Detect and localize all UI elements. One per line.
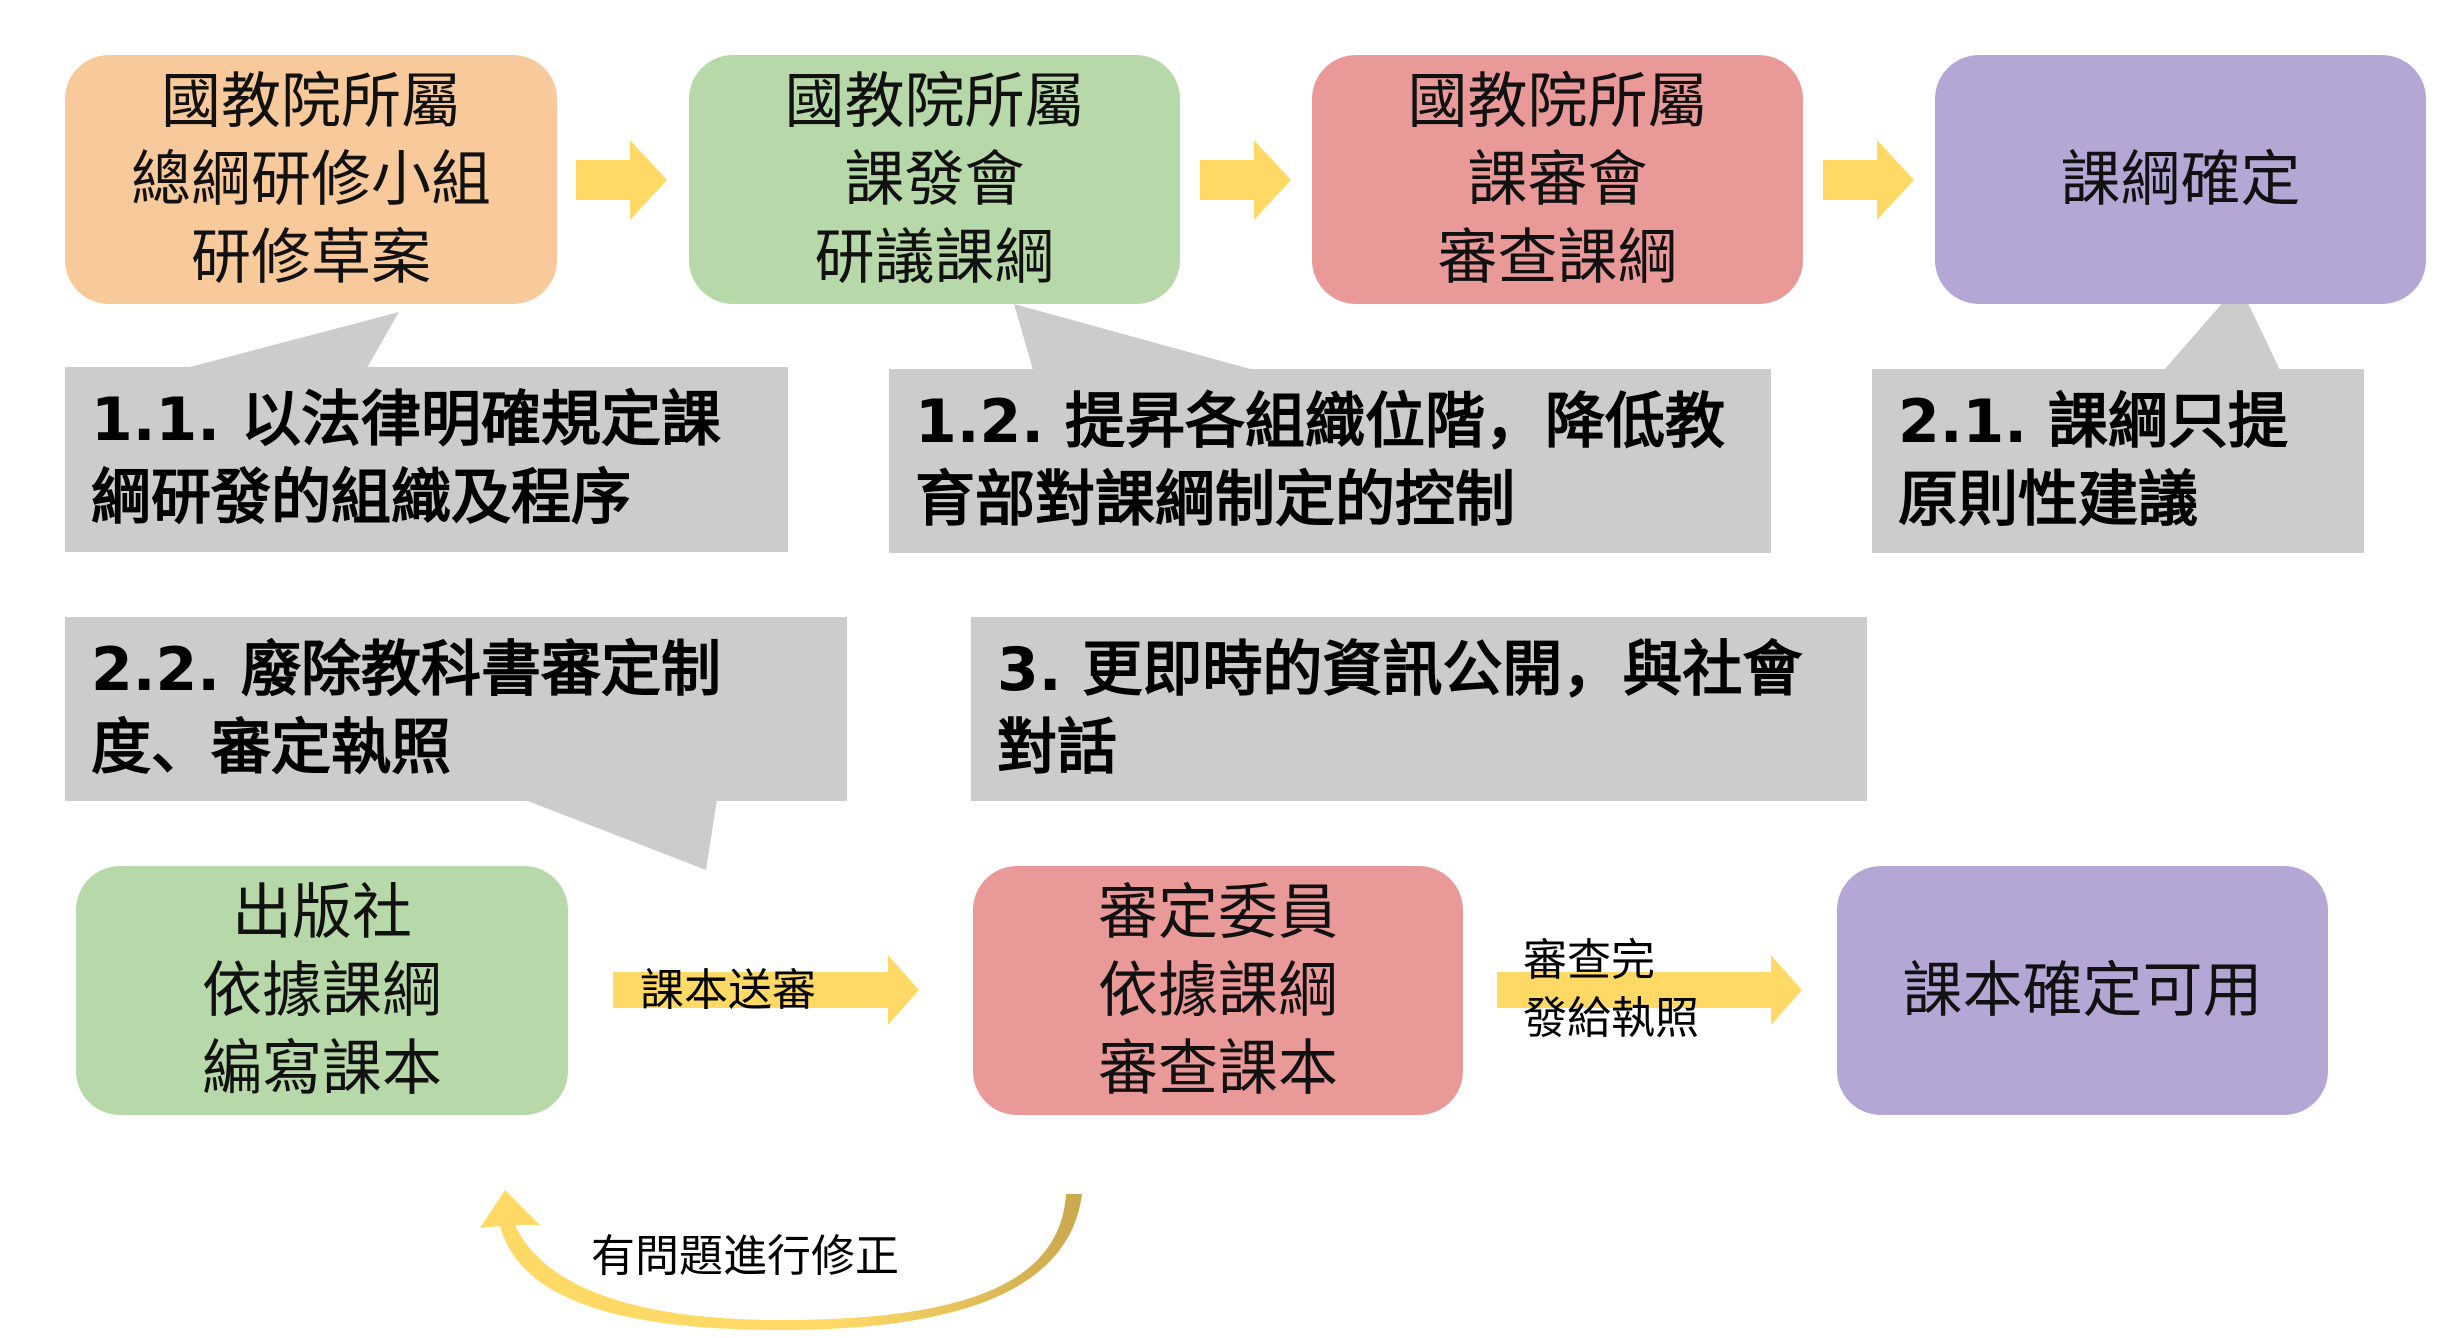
- arrow-label-revise: 有問題進行修正: [591, 1231, 899, 1282]
- callout-tail-1: [186, 312, 399, 368]
- box-line: 審查課綱: [1437, 222, 1678, 293]
- arrow-label-approve: 審查完 發給執照: [1523, 932, 1699, 1048]
- box-line: 審定委員: [1098, 877, 1338, 948]
- callout-tail-3: [2164, 284, 2280, 370]
- box-line: 課審會: [1467, 144, 1648, 215]
- box-line: 國教院所屬: [1407, 66, 1708, 137]
- box-line: 編寫課本: [202, 1033, 442, 1104]
- callout-line: 度、審定執照: [91, 713, 451, 783]
- box-line: 依據課綱: [1098, 955, 1338, 1026]
- callout-line: 綱研發的組織及程序: [91, 463, 631, 533]
- box-line: 國教院所屬: [161, 66, 461, 137]
- callout-2-1: 2.1. 課綱只提 原則性建議: [1872, 369, 2364, 553]
- box-line: 課發會: [844, 144, 1025, 215]
- callout-line: 1.2. 提昇各組織位階，降低教: [915, 387, 1725, 457]
- arrow-label-submit: 課本送審: [640, 965, 816, 1016]
- callout-1-2: 1.2. 提昇各組織位階，降低教 育部對課綱制定的控制: [889, 369, 1771, 553]
- step-curriculum-development: 國教院所屬 課發會 研議課綱: [689, 55, 1180, 304]
- arrow-right-icon: [1497, 955, 1802, 1025]
- callout-line: 原則性建議: [1898, 465, 2198, 535]
- arrow-right-icon: [576, 140, 667, 220]
- callout-line: 對話: [997, 713, 1117, 783]
- callout-line: 1.1. 以法律明確規定課: [91, 385, 721, 455]
- box-line: 課本確定可用: [1902, 955, 2263, 1026]
- callout-tail-4: [525, 800, 717, 870]
- callout-2-2: 2.2. 廢除教科書審定制 度、審定執照: [65, 617, 847, 801]
- arrow-right-icon: [613, 955, 919, 1025]
- callout-3: 3. 更即時的資訊公開，與社會 對話: [971, 617, 1867, 801]
- arrow-label-line: 審查完: [1523, 935, 1655, 986]
- step-curriculum-review: 國教院所屬 課審會 審查課綱: [1312, 55, 1803, 304]
- box-line: 審查課本: [1098, 1033, 1338, 1104]
- callout-line: 2.2. 廢除教科書審定制: [91, 635, 721, 705]
- box-line: 依據課綱: [202, 955, 442, 1026]
- callout-line: 2.1. 課綱只提: [1898, 387, 2288, 457]
- box-line: 出版社: [232, 877, 412, 948]
- box-line: 國教院所屬: [784, 66, 1085, 137]
- arrow-label-line: 發給執照: [1523, 993, 1699, 1044]
- box-line: 總綱研修小組: [131, 144, 491, 215]
- step-textbook-approved: 課本確定可用: [1837, 866, 2328, 1115]
- step-curriculum-confirmed: 課綱確定: [1935, 55, 2426, 304]
- step-committee-reviews: 審定委員 依據課綱 審查課本: [973, 866, 1463, 1115]
- step-publisher-writes: 出版社 依據課綱 編寫課本: [76, 866, 568, 1115]
- step-curriculum-draft: 國教院所屬 總綱研修小組 研修草案: [65, 55, 557, 304]
- box-line: 課綱確定: [2060, 144, 2301, 215]
- arrow-right-icon: [1823, 140, 1914, 220]
- box-line: 研修草案: [191, 222, 431, 293]
- arrow-right-icon: [1200, 140, 1291, 220]
- callout-1-1: 1.1. 以法律明確規定課 綱研發的組織及程序: [65, 367, 788, 552]
- box-line: 研議課綱: [814, 222, 1055, 293]
- callout-line: 育部對課綱制定的控制: [915, 465, 1515, 535]
- callout-line: 3. 更即時的資訊公開，與社會: [997, 635, 1803, 705]
- callout-tail-2: [1014, 304, 1254, 370]
